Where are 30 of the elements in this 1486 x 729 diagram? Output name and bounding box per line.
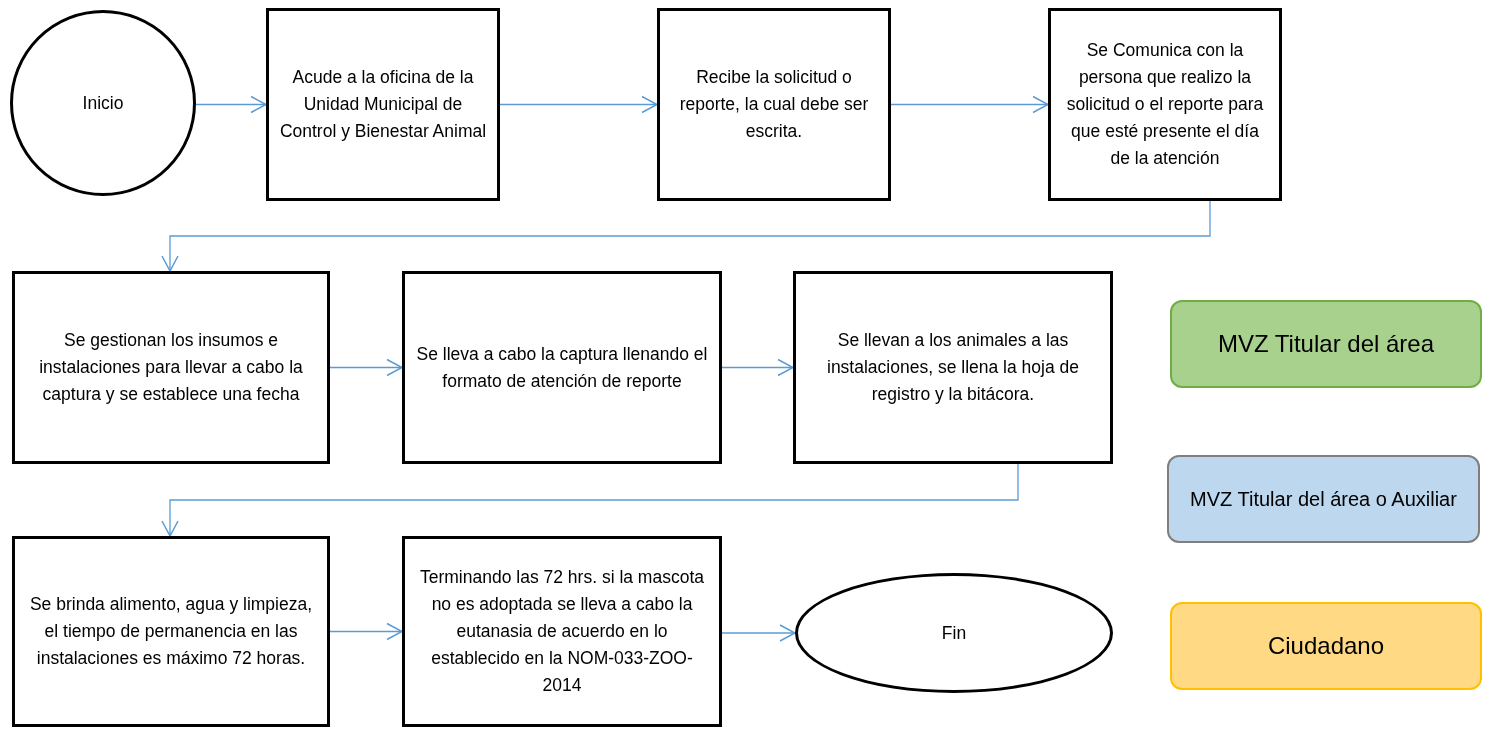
arrow [161, 463, 1019, 537]
step-text: Terminando las 72 hrs. si la mascota no es adoptada se lleva a cabo la eutanasia de acuerdo en lo establecido en la NOM-033-ZOO-2014 [419, 566, 705, 697]
legend-text: Ciudadano [1267, 631, 1385, 661]
step-text: Acude a la oficina de la Unidad Municipal de Control y Bienestar Animal [278, 66, 488, 143]
arrow [890, 95, 1049, 114]
step-text: Inicio [82, 91, 124, 115]
step-text: Recibe la solicitud o reporte, la cual debe ser escrita. [678, 66, 870, 143]
step-text: Se Comunica con la persona que realizo la solicitud o el reporte para que esté presente el día de la atención [1065, 39, 1265, 170]
arrow [721, 624, 796, 642]
step-text: Se llevan a los animales a las instalaciones, se llena la hoja de registro y la bitácora. [826, 329, 1080, 406]
process-box [402, 271, 722, 464]
process-box [657, 8, 891, 201]
legend-text: MVZ Titular del área o Auxiliar [1190, 486, 1457, 512]
step-text: Fin [941, 621, 967, 645]
process-box [402, 536, 722, 727]
step-text: Se gestionan los insumos e instalaciones para llevar a cabo la captura y se establece una fecha [38, 329, 304, 406]
arrow [499, 95, 658, 114]
arrow [161, 200, 1211, 272]
process-box [12, 271, 330, 464]
process-box [266, 8, 500, 201]
arrow [195, 95, 267, 114]
process-box [12, 536, 330, 727]
legend-text: MVZ Titular del área [1217, 329, 1435, 359]
process-box [1048, 8, 1282, 201]
step-text: Se lleva a cabo la captura llenando el formato de atención de reporte [415, 342, 709, 393]
process-box [793, 271, 1113, 464]
arrow [329, 358, 403, 377]
arrow [721, 358, 794, 377]
step-text: Se brinda alimento, agua y limpieza, el tiempo de permanencia en las instalaciones es máximo 72 horas. [28, 593, 314, 670]
arrow [329, 622, 403, 641]
